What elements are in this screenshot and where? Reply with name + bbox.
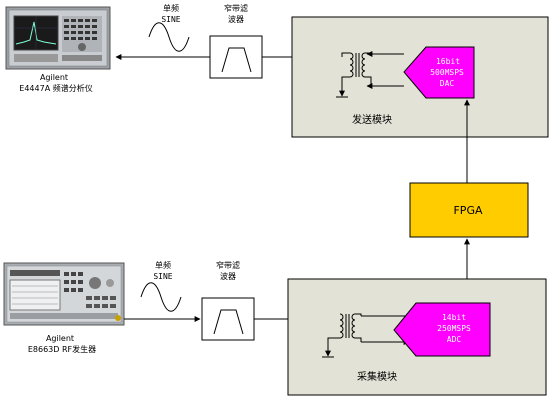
- dac-converter: [403, 46, 475, 99]
- signal-generator-icon: [3, 262, 125, 326]
- bottom-filter-label-1: 窄带滤: [216, 260, 240, 270]
- adc-converter: [393, 302, 491, 357]
- spectrum-analyzer-icon: [5, 6, 111, 70]
- transformer-icon: [339, 313, 356, 339]
- dac-label-2: 500MSPS: [430, 68, 464, 77]
- fpga-label: FPGA: [453, 204, 482, 217]
- dac-label-1: 16bit: [436, 57, 460, 66]
- transformer-secondary-bottom: [365, 76, 372, 86]
- bottom-ground-wire: [325, 337, 340, 357]
- bandpass-filter-icon: [209, 35, 263, 79]
- top-signal-label-1: 单频: [163, 3, 179, 13]
- sine-wave-icon: [148, 22, 190, 52]
- analyzer-brand: Agilent: [40, 73, 68, 82]
- generator-brand: Agilent: [46, 334, 74, 343]
- transformer-to-adc-top: [355, 313, 362, 316]
- top-ground-wire: [339, 76, 350, 97]
- transformer-icon: [349, 52, 366, 78]
- top-signal-label-2: SINE: [161, 15, 180, 24]
- generator-model: E8663D RF发生器: [28, 344, 96, 354]
- bottom-signal-label-2: SINE: [153, 272, 172, 281]
- fpga-box: [409, 182, 529, 238]
- bottom-filter-label-2: 波器: [220, 271, 236, 281]
- top-filter-label-2: 波器: [228, 14, 244, 24]
- top-filter-label-1: 窄带滤: [224, 3, 248, 13]
- adc-label-2: 250MSPS: [437, 324, 471, 333]
- adc-label-3: ADC: [447, 335, 462, 344]
- sine-wave-icon: [140, 282, 182, 312]
- bottom-signal-label-1: 单频: [155, 260, 171, 270]
- adc-label-1: 14bit: [442, 313, 466, 322]
- send-module-label: 发送模块: [352, 113, 392, 126]
- bandpass-filter-icon: [201, 297, 255, 341]
- receive-module-label: 采集模块: [357, 370, 397, 383]
- top-transformer-primary-wire: [341, 52, 350, 57]
- transformer-to-adc-bottom: [355, 337, 362, 342]
- analyzer-model: E4447A 频谱分析仪: [19, 83, 92, 93]
- dac-label-3: DAC: [440, 79, 455, 88]
